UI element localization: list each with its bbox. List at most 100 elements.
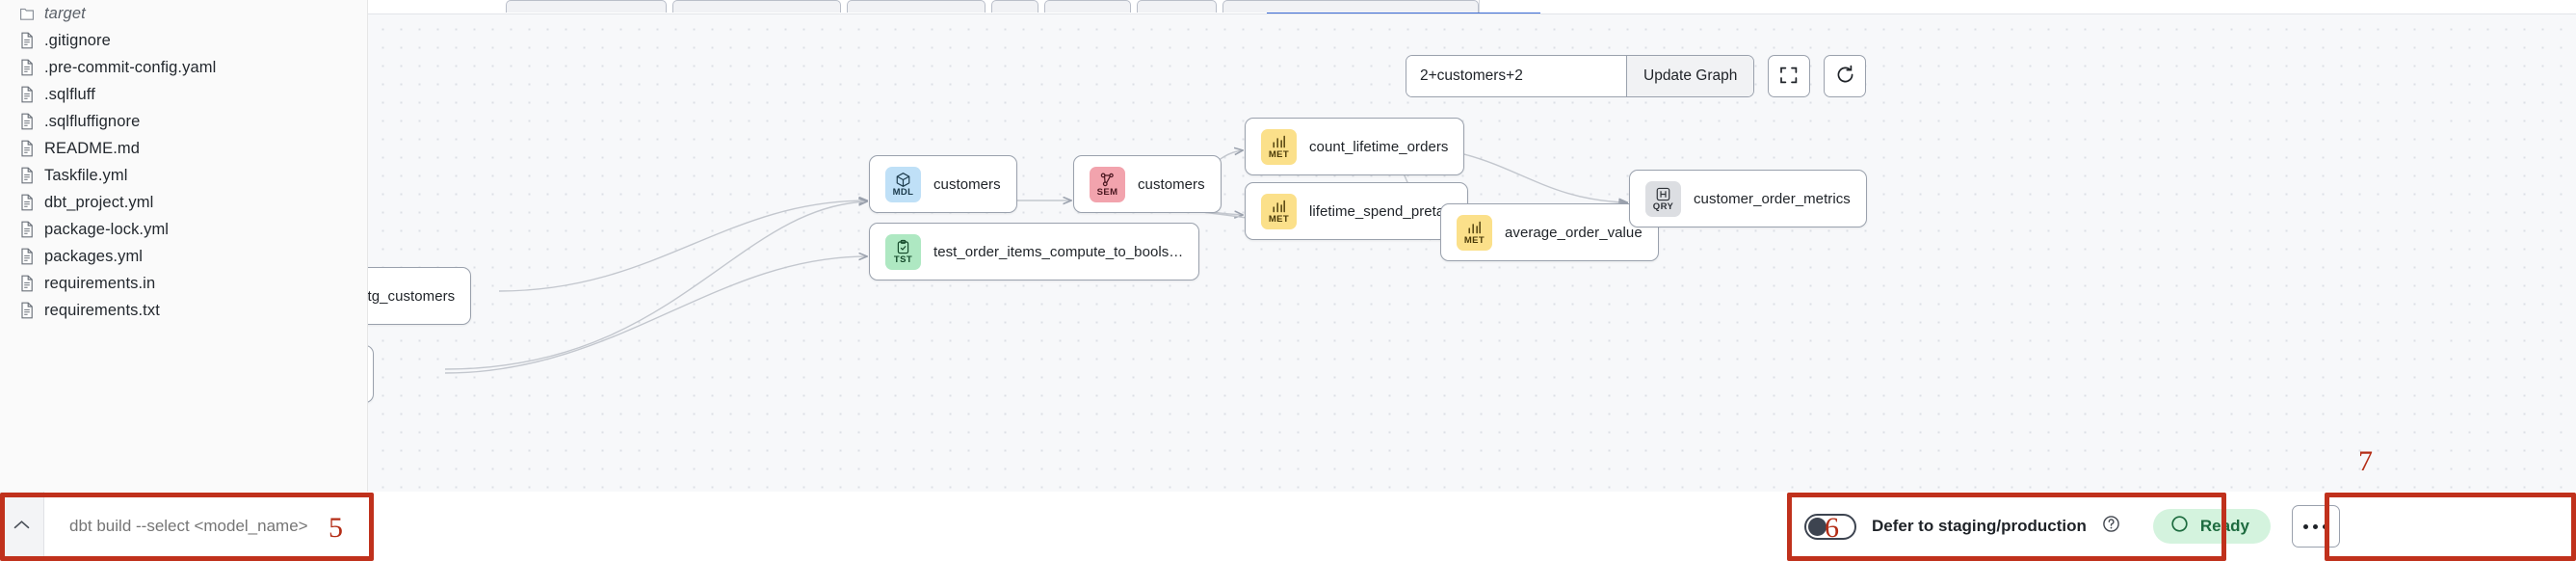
file-name: .gitignore: [44, 31, 111, 49]
file-name: .sqlfluff: [44, 85, 95, 103]
node-label: lifetime_spend_pretax: [1309, 202, 1452, 220]
file-list-item[interactable]: Taskfile.yml: [0, 162, 368, 189]
chevron-up-icon: [13, 517, 31, 536]
file-list-item[interactable]: .sqlfluff: [0, 81, 368, 108]
command-input[interactable]: [69, 517, 1774, 536]
file-icon: [19, 221, 35, 238]
circle-icon: [2170, 515, 2189, 538]
file-list-item[interactable]: dbt_project.yml: [0, 189, 368, 216]
folder-icon: [19, 5, 35, 22]
file-icon: [19, 59, 35, 76]
file-list-item[interactable]: README.md: [0, 135, 368, 162]
refresh-icon: [1834, 64, 1856, 89]
file-explorer-panel[interactable]: target .gitignore .pre-commit-config.yaml.…: [0, 0, 368, 492]
graph-node-lifetime_spend_pretax[interactable]: MET lifetime_spend_pretax: [1245, 182, 1468, 240]
explorer-right-border: [367, 0, 368, 492]
node-type-code: QRY: [1652, 200, 1674, 212]
question-circle-icon[interactable]: [2102, 515, 2120, 538]
editor-tab-4[interactable]: [1043, 0, 1131, 13]
node-label: count_lifetime_orders: [1309, 138, 1449, 155]
node-type-code: MDL: [892, 186, 914, 198]
node-type-code: TST: [893, 254, 913, 265]
editor-tab-5[interactable]: [1137, 0, 1217, 13]
graph-selector-input[interactable]: [1406, 56, 1626, 96]
lineage-graph-canvas[interactable]: MDLstg_customersMDLorders MDL customersTST…: [368, 14, 2576, 492]
status-badge[interactable]: Ready: [2152, 509, 2271, 544]
graph-node-customers_sem[interactable]: SEM customers: [1073, 155, 1222, 213]
tab-strip-divider: [1479, 0, 1480, 13]
node-label: customers: [933, 175, 1001, 193]
editor-tab-6[interactable]: [1222, 0, 1479, 13]
editor-tab-2[interactable]: [846, 0, 986, 13]
file-icon: [19, 248, 35, 265]
file-list-item[interactable]: .pre-commit-config.yaml: [0, 54, 368, 81]
graph-node-stg_orders[interactable]: MDLorders: [368, 345, 374, 403]
graph-node-count_lifetime_orders[interactable]: MET count_lifetime_orders: [1245, 118, 1465, 175]
bottom-command-bar: Defer to staging/production Ready: [0, 492, 2576, 561]
file-list-item[interactable]: .sqlfluffignore: [0, 108, 368, 135]
file-name: README.md: [44, 139, 140, 157]
collapse-panel-button[interactable]: [0, 492, 44, 561]
defer-label: Defer to staging/production: [1872, 517, 2087, 535]
file-name: target: [44, 4, 86, 22]
file-icon: [19, 194, 35, 211]
node-label: customer_order_metrics: [1694, 190, 1851, 207]
node-type-code: MET: [1268, 213, 1290, 225]
defer-toggle-group: Defer to staging/production: [1774, 513, 2120, 540]
editor-tab-0[interactable]: [506, 0, 667, 13]
graph-node-customers_mdl[interactable]: MDL customers: [869, 155, 1017, 213]
bar-chart-icon: [1271, 199, 1287, 215]
cube-icon: [895, 172, 911, 188]
top-divider: [0, 13, 2576, 14]
file-list-item[interactable]: packages.yml: [0, 243, 368, 270]
more-options-button[interactable]: [2291, 505, 2340, 548]
file-icon: [19, 113, 35, 130]
graph-node-test_order_items[interactable]: TST test_order_items_compute_to_bools…: [869, 223, 1200, 280]
file-list-item[interactable]: target: [0, 0, 368, 27]
node-label: test_order_items_compute_to_bools…: [933, 243, 1184, 260]
command-input-wrapper[interactable]: [44, 492, 1774, 561]
fullscreen-icon: [1778, 65, 1800, 89]
node-type-badge-sem: SEM: [1090, 166, 1125, 202]
file-name: Taskfile.yml: [44, 166, 128, 184]
refresh-button[interactable]: [1824, 55, 1867, 97]
editor-tab-1[interactable]: [672, 0, 841, 13]
file-name: dbt_project.yml: [44, 193, 154, 211]
file-name: packages.yml: [44, 247, 144, 265]
file-name: .pre-commit-config.yaml: [44, 58, 217, 76]
update-graph-button[interactable]: Update Graph: [1626, 56, 1754, 96]
node-type-badge-met: MET: [1261, 193, 1297, 229]
semantic-icon: [1099, 172, 1116, 188]
tab-shapes-container: [506, 0, 1479, 13]
node-label: customers: [1138, 175, 1205, 193]
file-icon: [19, 32, 35, 49]
defer-toggle[interactable]: [1804, 513, 1856, 540]
fullscreen-button[interactable]: [1768, 55, 1811, 97]
file-icon: [19, 302, 35, 319]
graph-node-stg_customers[interactable]: MDLstg_customers: [368, 267, 472, 325]
node-type-badge-qry: QRY: [1645, 180, 1681, 217]
file-icon: [19, 140, 35, 157]
editor-tab-3[interactable]: [991, 0, 1038, 13]
bar-chart-icon: [1466, 220, 1483, 236]
file-name: package-lock.yml: [44, 220, 170, 238]
node-type-code: MET: [1268, 148, 1290, 160]
file-icon: [19, 86, 35, 103]
file-icon: [19, 275, 35, 292]
node-type-code: MET: [1463, 234, 1485, 246]
editor-tab-strip: [0, 0, 2576, 15]
file-list-item[interactable]: requirements.in: [0, 270, 368, 297]
file-list-item[interactable]: requirements.txt: [0, 297, 368, 324]
query-icon: [1655, 186, 1671, 202]
node-type-badge-met: MET: [1457, 214, 1492, 251]
graph-node-customer_order_metrics[interactable]: QRY customer_order_metrics: [1629, 170, 1867, 227]
graph-selector-group: Update Graph: [1406, 55, 1755, 97]
file-list-item[interactable]: package-lock.yml: [0, 216, 368, 243]
ellipsis-icon: [2303, 523, 2328, 529]
status-label: Ready: [2199, 517, 2249, 535]
file-list-item[interactable]: .gitignore: [0, 27, 368, 54]
file-name: .sqlfluffignore: [44, 112, 141, 130]
file-name: requirements.in: [44, 274, 156, 292]
